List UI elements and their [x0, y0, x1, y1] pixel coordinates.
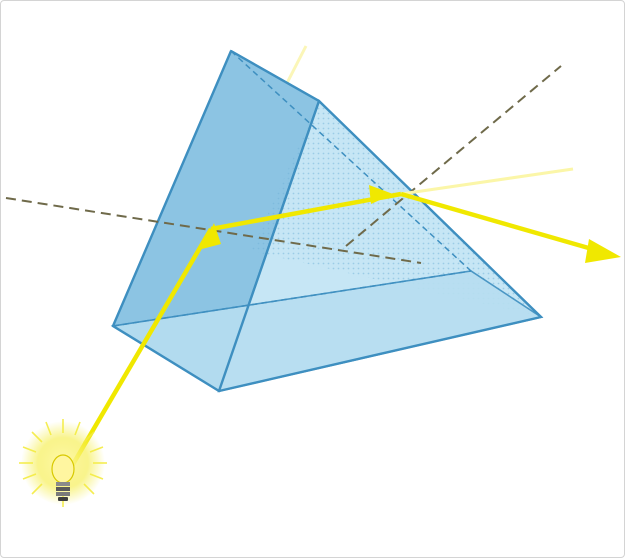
faint-reflected-ray: [401, 169, 573, 194]
emergent-ray-arrowhead: [585, 239, 621, 263]
light-bulb-icon: [19, 419, 107, 507]
